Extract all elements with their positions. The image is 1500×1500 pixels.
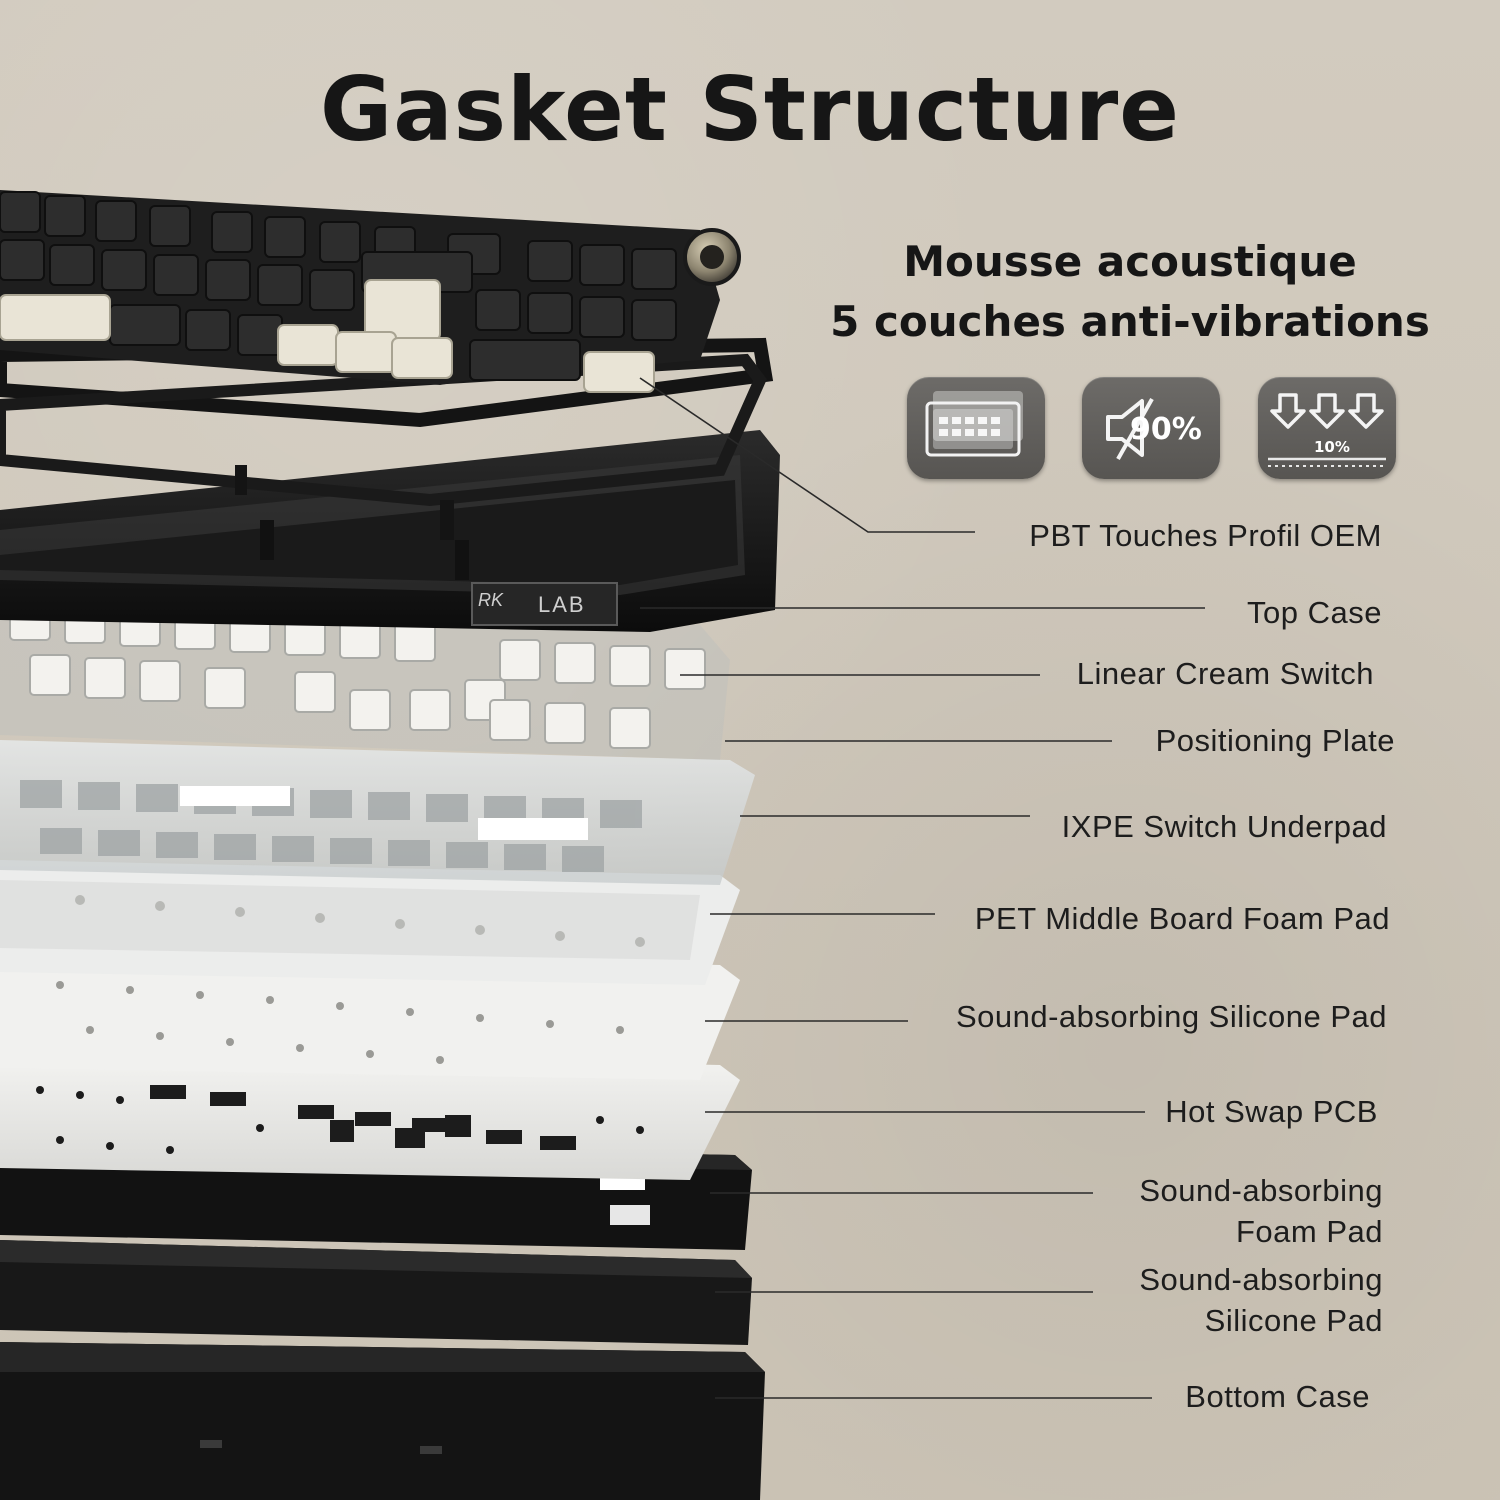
bottom-case-layer [0,1342,765,1500]
label-pet-middle-board-foam-pad: PET Middle Board Foam Pad [974,901,1390,936]
feature-headline: Mousse acoustique 5 couches anti-vibrati… [800,232,1460,352]
pet-foam-pad-layer [0,860,740,985]
keycaps-layer [0,190,741,393]
top-case-badge-brand: RK [478,590,504,610]
silicone-pad-black-layer [0,1240,752,1345]
label-pbt-keycaps: PBT Touches Profil OEM [1029,518,1382,553]
silicone-pad-white-layer [0,950,740,1080]
positioning-plate-layer [0,740,755,885]
label-silicone-pad-1: Sound-absorbing Silicone Pad [955,999,1387,1034]
label-bottom-case: Bottom Case [1185,1379,1370,1414]
page-title: Gasket Structure [320,58,1180,161]
top-case-badge-text: LAB [538,592,586,617]
muted-speaker-percent: 90% [1130,412,1202,447]
label-sound-absorbing-silicone-pad-2: Sound-absorbing Silicone Pad [1139,1262,1383,1338]
label-top-case: Top Case [1247,595,1382,630]
headline-line-2: 5 couches anti-vibrations [830,297,1430,346]
muted-speaker-icon: 90% [1082,377,1220,479]
layered-keyboard-plates-icon [907,377,1045,479]
label-hot-swap-pcb: Hot Swap PCB [1165,1094,1378,1129]
down-arrows-reduction-icon: 10% [1258,377,1396,479]
leader-lines [639,377,1205,1399]
switch-layer [0,590,730,760]
label-ixpe-switch-underpad: IXPE Switch Underpad [1061,809,1387,844]
leader-keycaps [639,377,975,533]
label-sound-absorbing-foam-pad: Sound-absorbing Foam Pad [1139,1173,1383,1249]
headline-line-1: Mousse acoustique [903,237,1357,286]
label-linear-cream-switch: Linear Cream Switch [1076,656,1374,691]
hot-swap-pcb-layer [0,1050,740,1180]
reduction-percent: 10% [1314,438,1350,456]
label-positioning-plate: Positioning Plate [1155,723,1395,758]
top-case-layer: RK LAB [0,430,780,632]
